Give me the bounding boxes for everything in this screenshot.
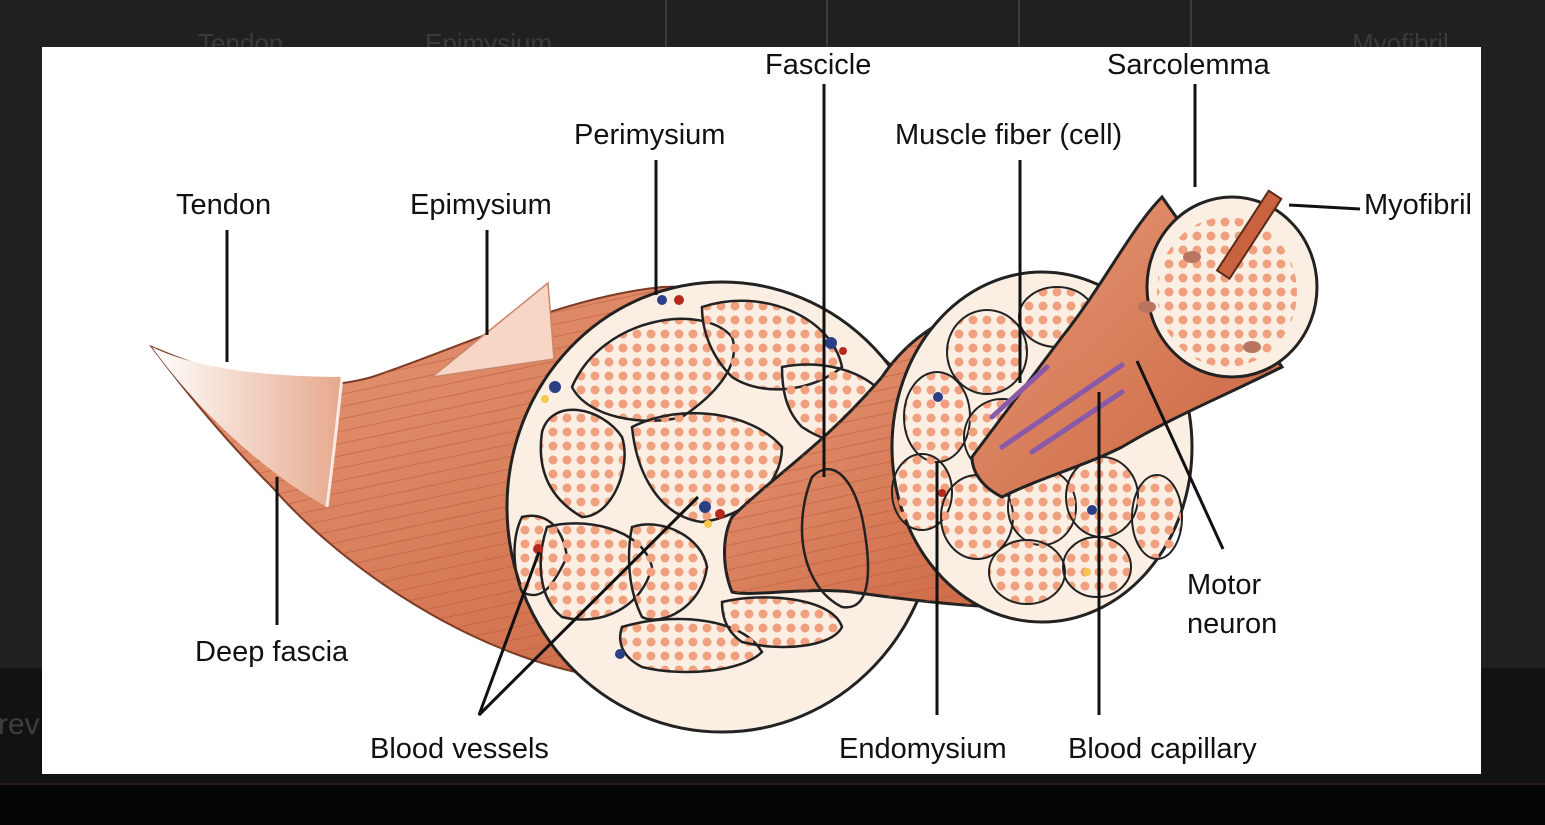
label-tendon: Tendon [176,189,271,221]
previous-nav-label[interactable]: rev [0,708,40,741]
label-endomysium: Endomysium [839,733,1007,765]
muscle-anatomy-diagram: Tendon Epimysium Perimysium Fascicle Mus… [148,49,1472,765]
background-leader-line [1190,0,1192,47]
background-leader-line [826,0,828,47]
muscle-cross-section [505,280,939,734]
background-bottom-bar [0,783,1545,825]
tendon-shape [152,347,344,508]
muscle-fiber-cylinder [970,189,1319,499]
label-blood-capillary: Blood capillary [1068,733,1257,765]
image-viewer[interactable]: Tendon Epimysium Perimysium Fascicle Mus… [42,47,1481,774]
label-motor-neuron-line2: neuron [1187,608,1277,640]
nerve-fibers [989,362,1125,455]
label-fascicle: Fascicle [765,49,871,81]
label-muscle-fiber: Muscle fiber (cell) [895,119,1122,151]
label-sarcolemma: Sarcolemma [1107,49,1271,81]
label-deep-fascia: Deep fascia [195,636,349,668]
label-epimysium: Epimysium [410,189,552,221]
label-perimysium: Perimysium [574,119,725,151]
label-motor-neuron-line1: Motor [1187,569,1261,601]
background-leader-line [1018,0,1020,47]
blood-vessel-dots [533,295,1097,659]
background-leader-line [665,0,667,47]
label-myofibril: Myofibril [1364,189,1472,221]
epimysium-flap [429,281,555,379]
label-blood-vessels: Blood vessels [370,733,549,765]
myofibril-rod [1215,189,1283,280]
leader-lines [225,84,1361,717]
